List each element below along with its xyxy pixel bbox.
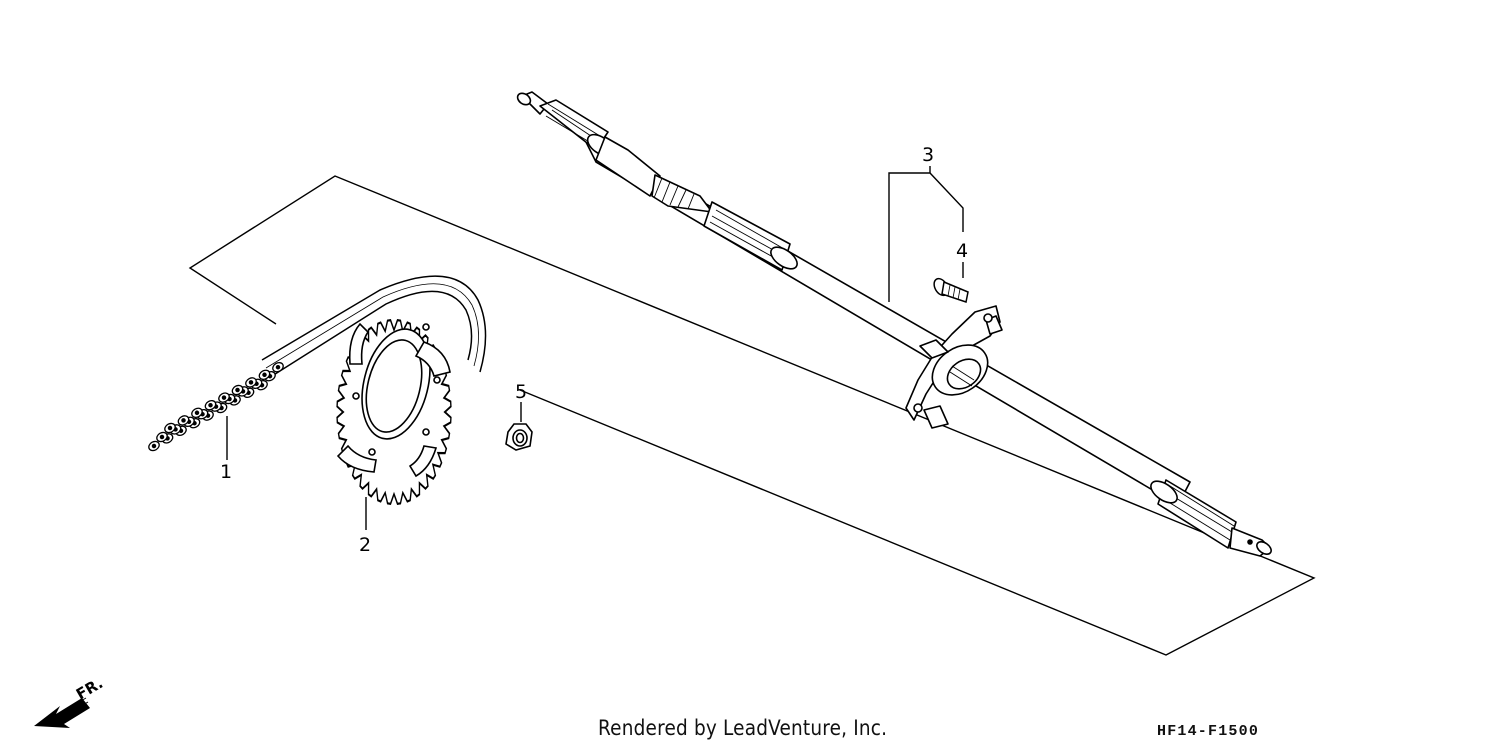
callout-part-2: 2 bbox=[359, 534, 371, 556]
callout-leaders bbox=[226, 166, 964, 530]
callout-part-5: 5 bbox=[515, 381, 527, 403]
rendered-by-credit: Rendered by LeadVenture, Inc. bbox=[598, 716, 888, 740]
sprocket-nut bbox=[505, 423, 533, 451]
flange-bolt bbox=[933, 277, 969, 303]
callout-part-1: 1 bbox=[220, 461, 232, 483]
assembly-outline bbox=[188, 175, 1316, 656]
drive-chain bbox=[148, 275, 487, 452]
drawing-code: HF14-F1500 bbox=[1157, 723, 1260, 740]
sprocket-inner bbox=[336, 322, 451, 478]
callout-part-3: 3 bbox=[922, 144, 934, 166]
front-direction-label: FR. bbox=[73, 674, 106, 703]
front-direction-arrow-icon: FR. bbox=[34, 674, 106, 728]
hub-flange bbox=[905, 305, 1003, 429]
rear-axle-shaft bbox=[516, 91, 1272, 557]
callout-part-4: 4 bbox=[956, 240, 968, 262]
